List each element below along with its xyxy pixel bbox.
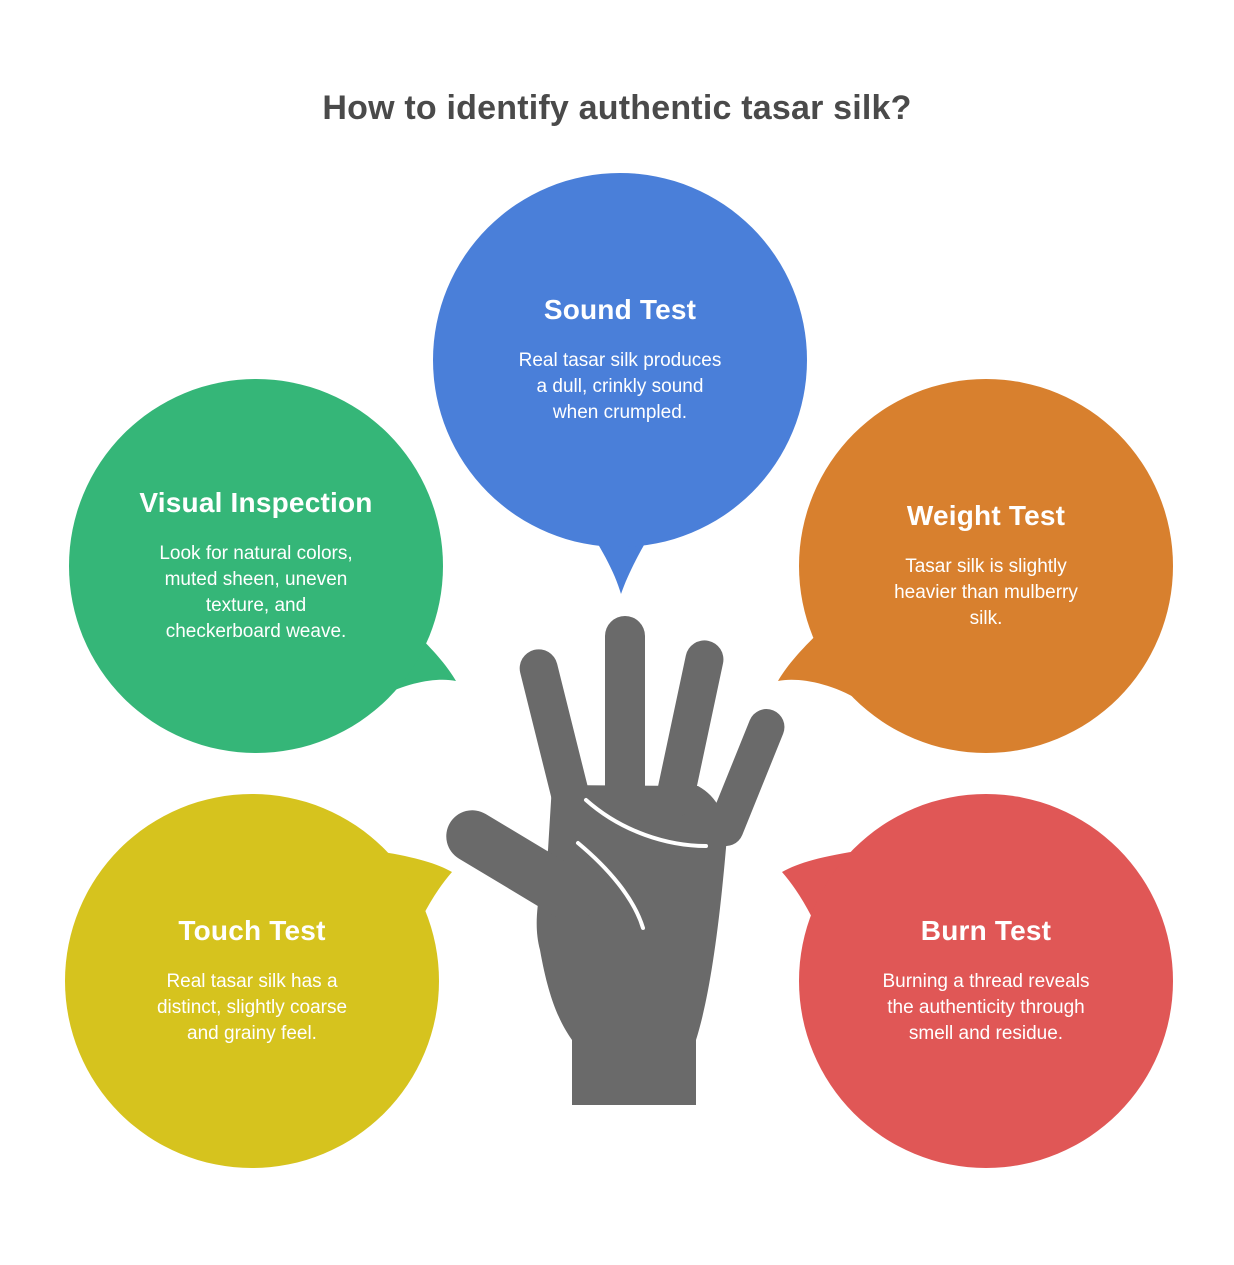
bubble-visual-inspection-title: Visual Inspection [139,487,373,518]
bubble-touch-test-body: Real tasar silk has a distinct, slightly… [156,971,348,1044]
bubble-burn-test: Burn Test Burning a thread reveals the a… [799,794,1173,1168]
bubble-touch-test: Touch Test Real tasar silk has a distinc… [65,794,439,1168]
page-title: How to identify authentic tasar silk? [322,88,912,127]
hand-palm-icon [446,616,785,1105]
bubble-sound-test-body: Real tasar silk produces a dull, crinkly… [518,350,722,423]
bubble-burn-test-body: Burning a thread reveals the authenticit… [882,971,1090,1044]
bubble-weight-test-title: Weight Test [906,500,1066,531]
bubble-sound-test: Sound Test Real tasar silk produces a du… [433,173,807,547]
palm-crease-lines [576,798,708,930]
bubble-touch-test-title: Touch Test [178,915,326,946]
bubble-visual-inspection: Visual Inspection Look for natural color… [69,379,443,753]
bubble-burn-test-title: Burn Test [920,915,1052,946]
bubble-weight-test-body: Tasar silk is slightly heavier than mulb… [894,556,1078,629]
bubble-weight-test: Weight Test Tasar silk is slightly heavi… [799,379,1173,753]
bubble-sound-test-title: Sound Test [543,294,697,325]
bubble-visual-inspection-body: Look for natural colors, muted sheen, un… [159,543,353,642]
